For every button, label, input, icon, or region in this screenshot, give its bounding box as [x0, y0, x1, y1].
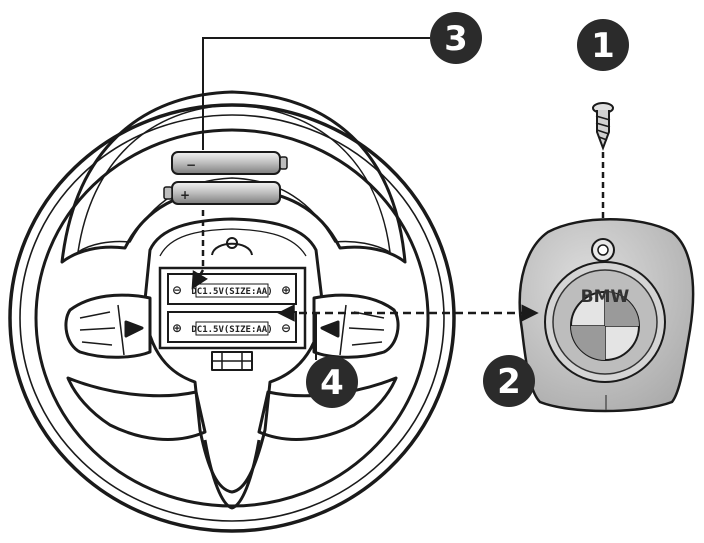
slot-1-label: DC1.5V(SIZE:AA) — [191, 287, 272, 297]
svg-text:2: 2 — [497, 362, 521, 402]
slot-1-plus: ⊕ — [281, 283, 291, 297]
step-badge-1: 1 — [577, 19, 629, 71]
horn-cover: BMW — [520, 219, 693, 411]
svg-text:1: 1 — [591, 26, 615, 66]
svg-text:3: 3 — [444, 19, 468, 59]
slot-2-plus: ⊕ — [172, 321, 182, 335]
battery-top: − — [172, 152, 287, 174]
logo-text: BMW — [581, 287, 630, 307]
slot-2-minus: ⊖ — [281, 321, 291, 335]
bmw-logo: BMW — [545, 262, 665, 382]
battery-bottom-polarity: + — [180, 188, 190, 202]
svg-text:4: 4 — [320, 363, 344, 403]
step-3-leader — [203, 38, 430, 150]
slot-2-label: DC1.5V(SIZE:AA) — [191, 325, 272, 335]
step-badge-2: 2 — [483, 355, 535, 407]
slot-1-minus: ⊖ — [172, 283, 182, 297]
wheel-lower-left-spoke — [68, 378, 205, 439]
battery-bottom: + — [164, 182, 280, 204]
step-badge-3: 3 — [430, 12, 482, 64]
battery-top-polarity: − — [186, 158, 196, 172]
battery-compartment: ⊖ ⊕ ⊕ ⊖ DC1.5V(SIZE:AA) DC1.5V(SIZE:AA) — [160, 268, 305, 348]
wheel-hub — [145, 219, 322, 492]
step-badge-4: 4 — [306, 356, 358, 408]
screw — [593, 103, 613, 148]
